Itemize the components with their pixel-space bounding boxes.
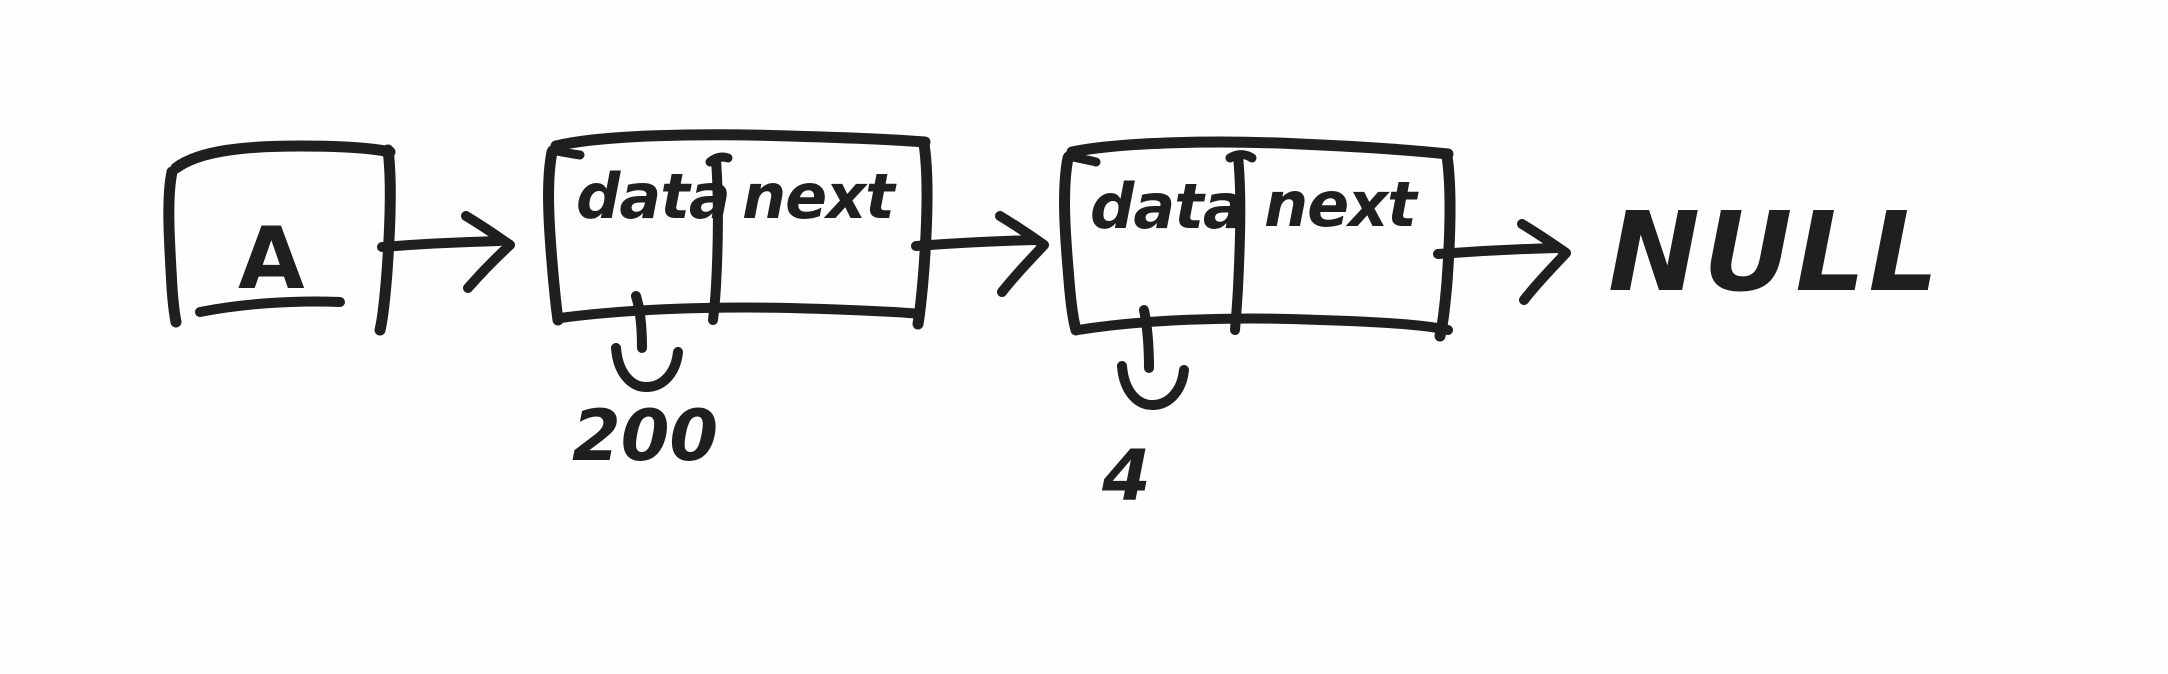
node-2-data-label: data: [1090, 170, 1244, 243]
node-2-box: [1059, 136, 1456, 342]
node-2-next-label: next: [1264, 168, 1419, 241]
arrow-node1-to-node2: [911, 211, 1049, 297]
node-1-box: [543, 129, 933, 330]
null-terminator-label: NULL: [1608, 188, 1942, 316]
arrow-node2-data-to-value: [1117, 305, 1189, 410]
head-pointer-box: [163, 140, 396, 336]
node-2-value: 4: [1101, 435, 1151, 517]
node-1-next-label: next: [742, 160, 897, 233]
arrow-head-to-node1: [377, 211, 515, 293]
arrow-node1-data-to-value: [611, 291, 683, 392]
node-1-data-label: data: [576, 160, 730, 233]
head-pointer-label: A: [238, 209, 307, 309]
arrow-node2-to-null: [1433, 219, 1571, 305]
node-1-value: 200: [572, 395, 718, 477]
